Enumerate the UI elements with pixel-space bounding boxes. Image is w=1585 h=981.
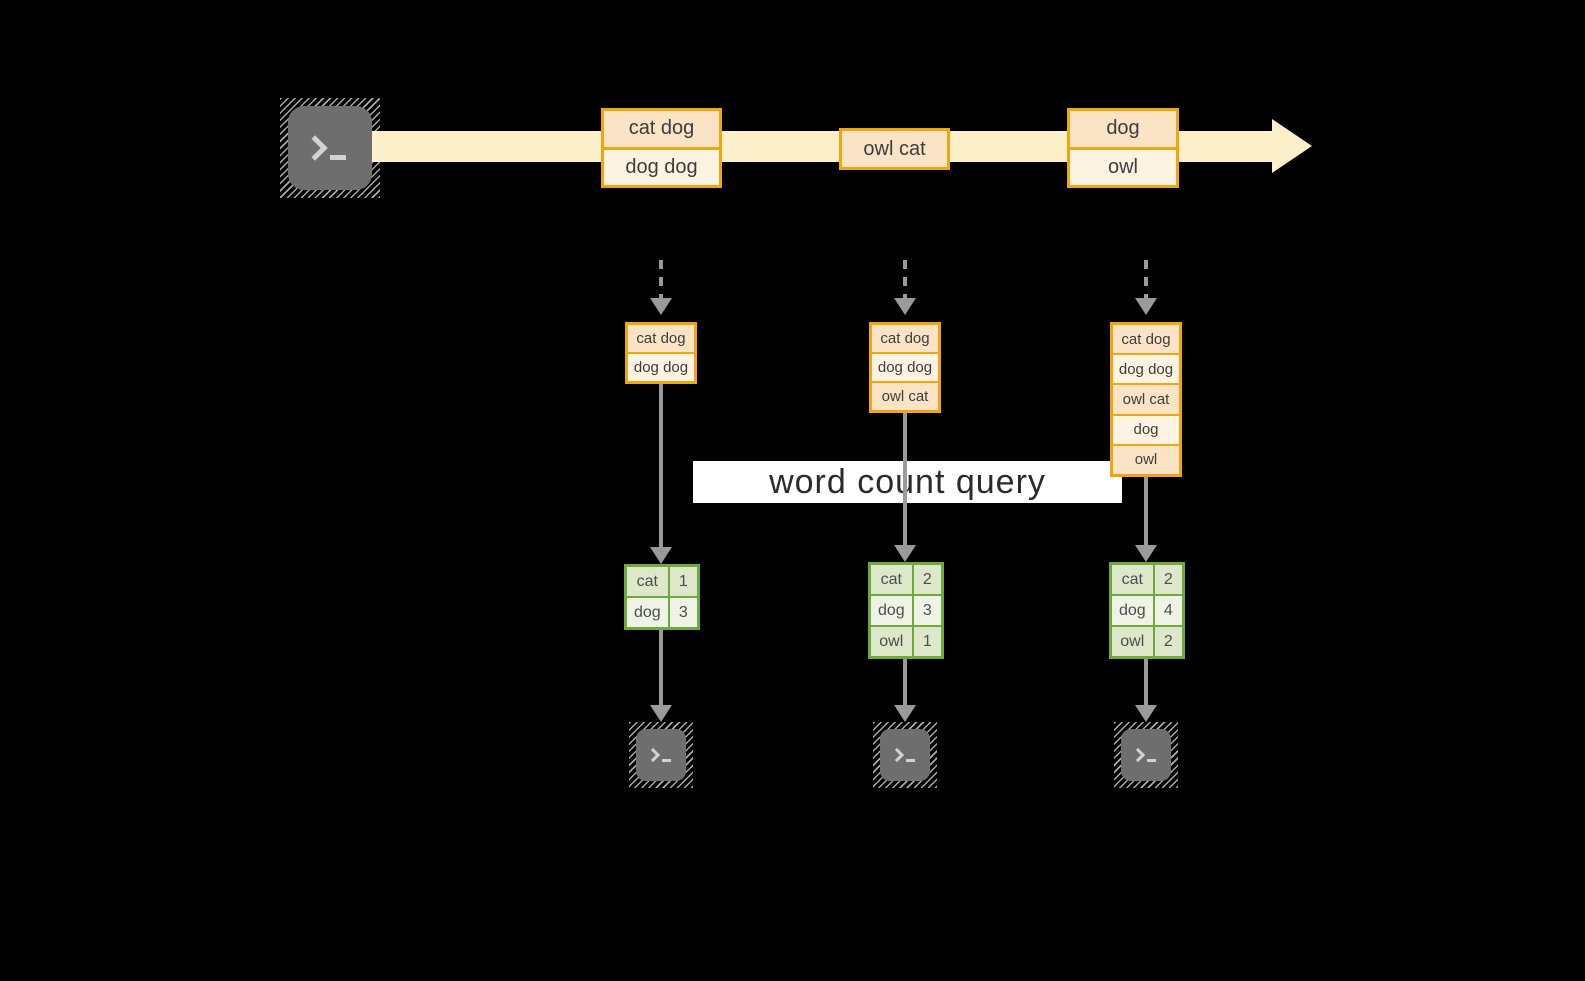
process-arrow-line-3 <box>1144 477 1148 545</box>
event-box-1: cat dog dog dog <box>601 108 722 188</box>
event-text: dog <box>1070 111 1176 147</box>
output-terminal-icon-1 <box>629 722 693 788</box>
count-table-2: cat 2 dog 3 owl 1 <box>868 562 944 659</box>
process-arrow-head-1 <box>650 547 672 564</box>
ingest-arrow-line-3 <box>1144 260 1148 298</box>
process-arrow-line-2 <box>903 413 907 545</box>
event-box-3: dog owl <box>1067 108 1179 188</box>
buffer-row: owl <box>1113 443 1179 475</box>
word-cell: dog <box>627 596 668 627</box>
terminal-screen <box>288 106 372 190</box>
process-arrow-head-2 <box>894 545 916 562</box>
buffer-row: owl cat <box>872 381 938 410</box>
prompt-cursor-icon <box>1146 758 1156 762</box>
ingest-arrow-line-1 <box>659 260 663 298</box>
output-arrow-head-2 <box>894 705 916 722</box>
count-cell: 2 <box>1152 565 1182 594</box>
buffer-stack-2: cat dog dog dog owl cat <box>869 322 941 413</box>
buffer-row: cat dog <box>872 325 938 352</box>
event-box-2: owl cat <box>839 128 950 170</box>
process-arrow-head-3 <box>1135 545 1157 562</box>
word-cell: cat <box>871 565 912 594</box>
buffer-stack-3: cat dog dog dog owl cat dog owl <box>1110 322 1182 477</box>
count-cell: 2 <box>1152 625 1182 656</box>
count-cell: 1 <box>911 625 941 656</box>
output-arrow-head-1 <box>650 705 672 722</box>
word-cell: dog <box>871 594 912 625</box>
ingest-arrow-head-2 <box>894 298 916 315</box>
event-text: owl <box>1070 146 1176 185</box>
prompt-cursor-icon <box>330 154 346 160</box>
word-cell: cat <box>1112 565 1153 594</box>
buffer-row: dog dog <box>872 352 938 381</box>
word-cell: owl <box>1112 625 1153 656</box>
count-cell: 3 <box>667 596 697 627</box>
query-banner-label: word count query <box>769 462 1046 501</box>
terminal-screen <box>880 729 930 781</box>
buffer-row: owl cat <box>1113 383 1179 414</box>
buffer-row: cat dog <box>628 325 694 352</box>
output-arrow-head-3 <box>1135 705 1157 722</box>
buffer-row: dog dog <box>628 352 694 381</box>
stream-arrow-head <box>1272 119 1312 173</box>
output-arrow-line-1 <box>659 630 663 705</box>
ingest-arrow-head-1 <box>650 298 672 315</box>
output-terminal-icon-3 <box>1114 722 1178 788</box>
event-text: dog dog <box>604 146 719 185</box>
prompt-chevron-icon <box>645 747 660 763</box>
terminal-screen <box>1121 729 1171 781</box>
prompt-chevron-icon <box>1130 747 1145 763</box>
buffer-row: dog <box>1113 413 1179 444</box>
process-arrow-line-1 <box>659 384 663 547</box>
count-cell: 2 <box>911 565 941 594</box>
query-banner: word count query <box>693 461 1122 503</box>
count-table-3: cat 2 dog 4 owl 2 <box>1109 562 1185 659</box>
prompt-chevron-icon <box>889 747 904 763</box>
buffer-row: cat dog <box>1113 325 1179 354</box>
terminal-screen <box>636 729 686 781</box>
prompt-cursor-icon <box>905 758 915 762</box>
count-cell: 4 <box>1152 594 1182 625</box>
event-text: cat dog <box>604 111 719 147</box>
buffer-stack-1: cat dog dog dog <box>625 322 697 384</box>
word-cell: cat <box>627 567 668 596</box>
prompt-cursor-icon <box>661 758 671 762</box>
ingest-arrow-line-2 <box>903 260 907 298</box>
ingest-arrow-head-3 <box>1135 298 1157 315</box>
output-arrow-line-2 <box>903 659 907 705</box>
prompt-chevron-icon <box>302 135 328 161</box>
count-cell: 1 <box>667 567 697 596</box>
count-cell: 3 <box>911 594 941 625</box>
event-text: owl cat <box>842 131 947 167</box>
word-cell: dog <box>1112 594 1153 625</box>
word-cell: owl <box>871 625 912 656</box>
buffer-row: dog dog <box>1113 353 1179 384</box>
source-terminal-icon <box>280 98 380 198</box>
count-table-1: cat 1 dog 3 <box>624 564 700 630</box>
output-terminal-icon-2 <box>873 722 937 788</box>
output-arrow-line-3 <box>1144 659 1148 705</box>
